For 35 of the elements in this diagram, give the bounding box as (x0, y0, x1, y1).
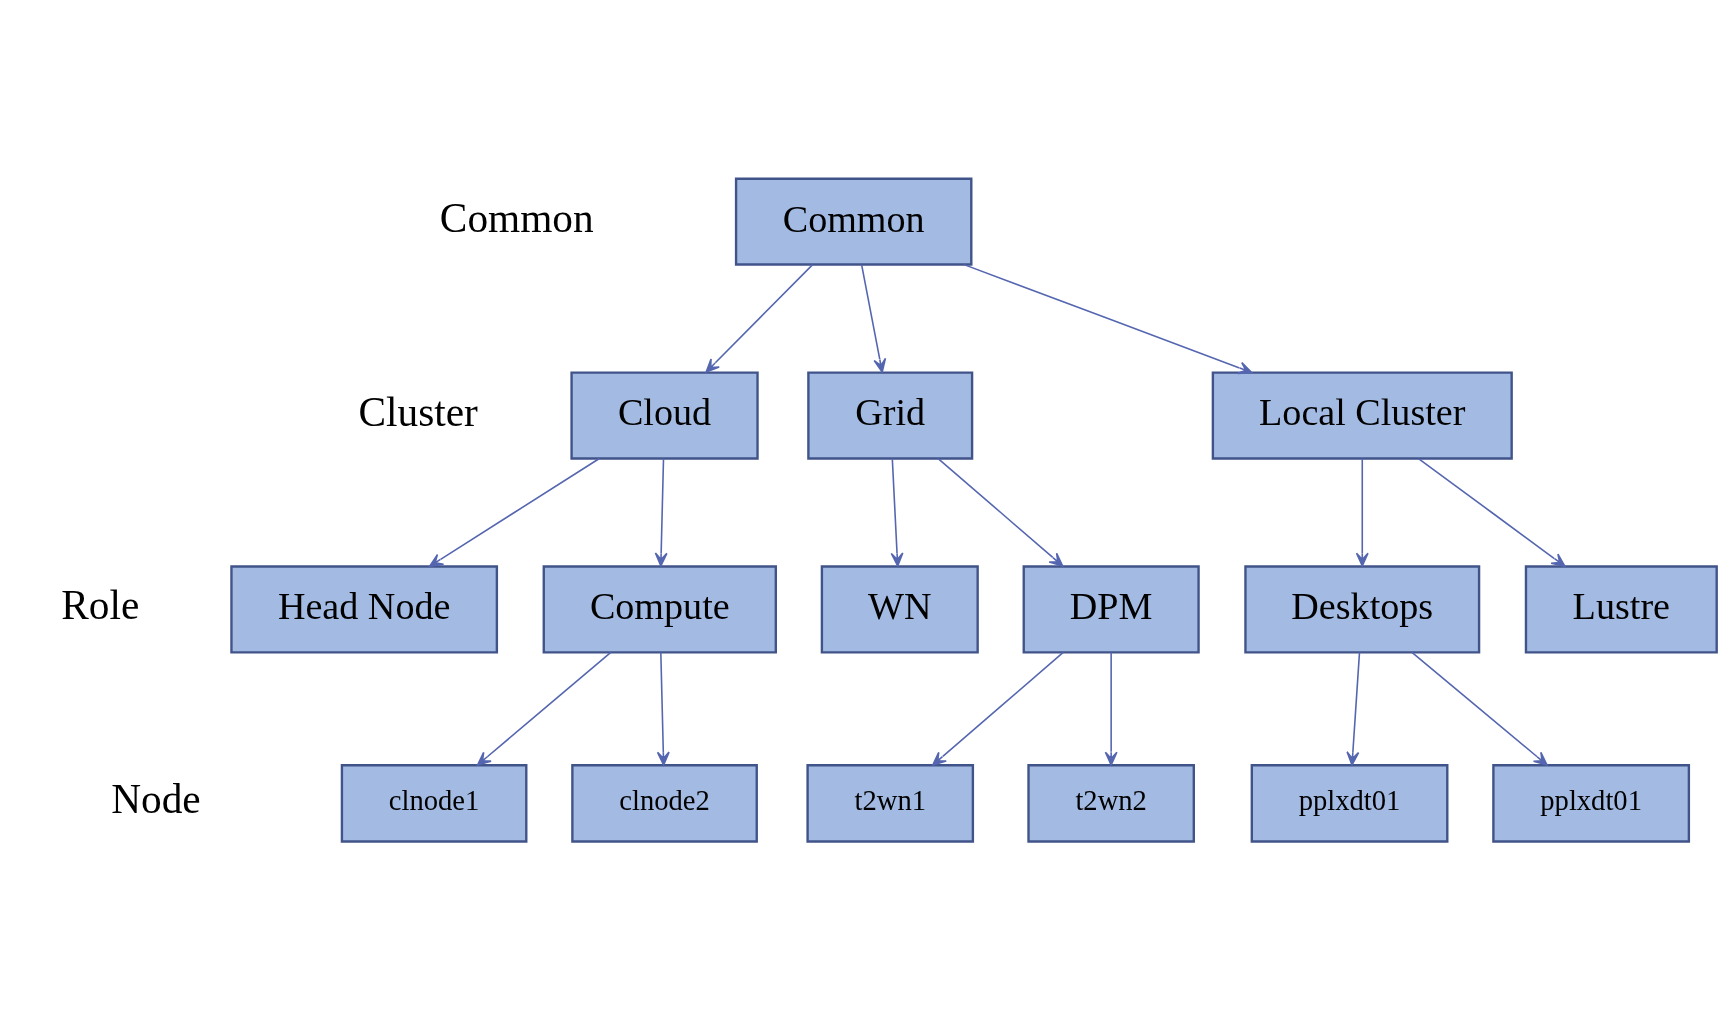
node-box: Head Node (230, 564, 499, 654)
arrow (963, 263, 1253, 374)
arrow (1346, 651, 1361, 766)
node-box: Cloud (570, 370, 759, 460)
node-box: t2wn1 (806, 763, 975, 843)
arrow (476, 651, 612, 766)
node-box: Local Cluster (1211, 370, 1513, 460)
arrow (1355, 457, 1369, 567)
node-box: Compute (542, 564, 777, 654)
arrow (656, 651, 670, 766)
node-box: Lustre (1524, 564, 1718, 654)
label: Role (61, 581, 140, 628)
arrow (932, 651, 1064, 766)
arrow (860, 263, 887, 373)
node-box: pplxdt01 (1492, 763, 1691, 843)
arrow (428, 457, 601, 567)
arrow (1411, 651, 1548, 766)
arrow (890, 457, 904, 567)
node-box: clnode2 (571, 763, 758, 843)
node-box: Grid (807, 370, 974, 460)
node-box: DPM (1022, 564, 1200, 654)
node-box: WN (820, 564, 979, 654)
node-box: Desktops (1244, 564, 1481, 654)
arrow (1104, 651, 1118, 766)
node-box: t2wn2 (1027, 763, 1195, 843)
label: Node (111, 775, 201, 822)
node-box: clnode1 (340, 763, 528, 843)
arrow (705, 263, 814, 373)
arrow (654, 457, 668, 567)
node-box: pplxdt01 (1250, 763, 1449, 843)
node-box: Common (734, 177, 973, 266)
arrow (937, 457, 1064, 567)
label: Common (439, 194, 594, 241)
arrow (1417, 457, 1566, 567)
label: Cluster (358, 388, 478, 435)
